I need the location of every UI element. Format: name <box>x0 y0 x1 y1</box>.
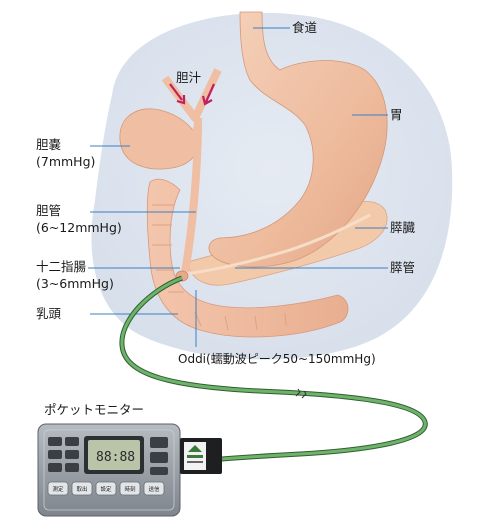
label-pancreatic-duct: 膵管 <box>390 260 416 275</box>
leader-lines <box>88 27 388 347</box>
pancreatic-duct <box>184 213 371 276</box>
common-bile-duct <box>181 117 202 273</box>
device-button-label: 時刻 <box>124 485 136 493</box>
label-pocket-monitor: ポケットモニター <box>44 402 145 417</box>
device-button-labels: 測定 取出 設定 時刻 送信 <box>52 485 160 493</box>
device-button-label: 設定 <box>100 485 112 493</box>
label-bile: 胆汁 <box>176 70 202 85</box>
label-papilla: 乳頭 <box>36 306 62 321</box>
device-button-label: 取出 <box>76 485 87 493</box>
label-duodenum-pressure: (3~6mmHg) <box>36 276 114 291</box>
label-gallbladder-pressure: (7mmHg) <box>36 154 96 169</box>
label-duodenum-name: 十二指腸 <box>36 259 87 274</box>
catheter-break-mark <box>295 388 307 399</box>
device-button-label: 測定 <box>52 485 64 493</box>
label-bile-duct-name: 胆管 <box>36 203 62 218</box>
stomach <box>208 11 388 268</box>
bile-arrow-right <box>204 83 216 103</box>
device-button-label: 送信 <box>148 485 160 493</box>
svg-text:88:88: 88:88 <box>96 450 135 465</box>
label-bile-duct: 胆管 (6~12mmHg) <box>36 202 122 236</box>
pocket-monitor-device: 88:88 <box>37 423 222 517</box>
bile-arrow-left <box>169 83 183 101</box>
label-bile-duct-pressure: (6~12mmHg) <box>36 220 122 235</box>
label-duodenum: 十二指腸 (3~6mmHg) <box>36 258 114 292</box>
label-gallbladder: 胆嚢 (7mmHg) <box>36 136 95 170</box>
duodenum-folds <box>152 204 287 331</box>
label-pancreas: 膵臓 <box>390 220 416 235</box>
label-oddi: Oddi(蠕動波ピーク50~150mmHg) <box>178 352 376 366</box>
label-stomach: 胃 <box>390 107 403 122</box>
label-esophagus: 食道 <box>292 20 318 35</box>
label-gallbladder-name: 胆嚢 <box>36 137 62 152</box>
